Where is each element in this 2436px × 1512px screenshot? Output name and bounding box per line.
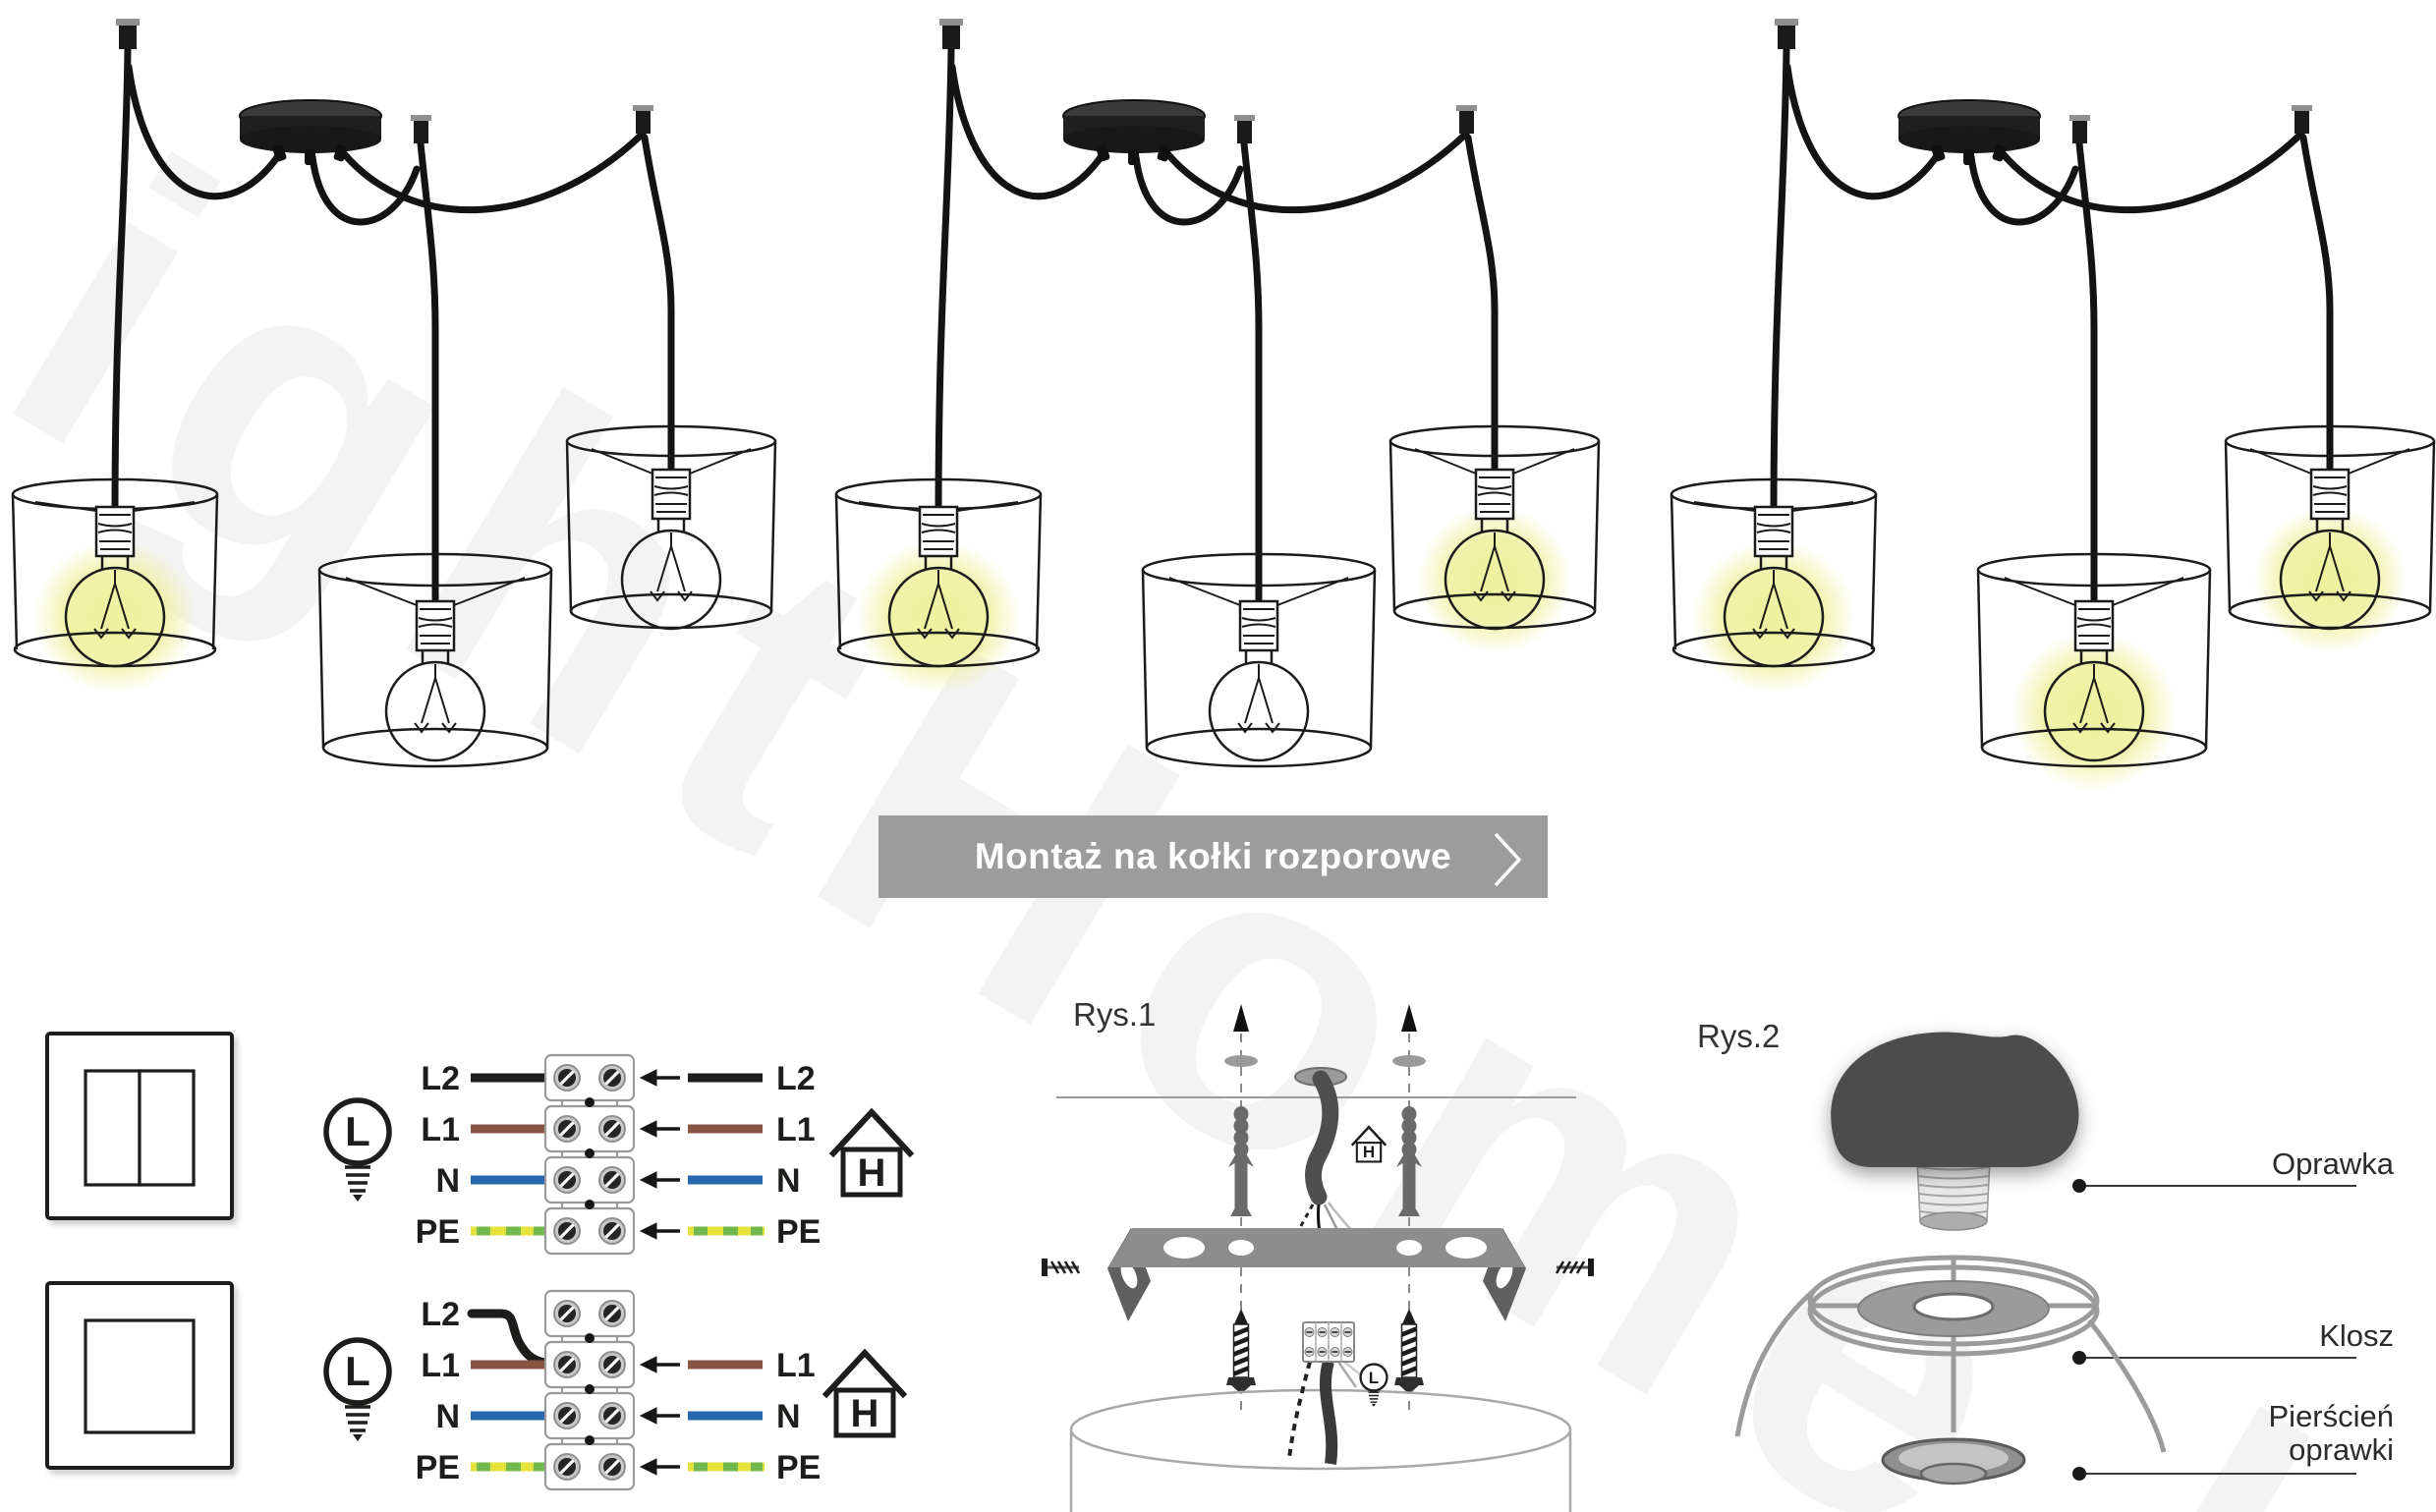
- arrow-left-icons: [639, 1069, 680, 1240]
- chevron-right-icon: [1494, 832, 1522, 887]
- section-banner: Montaż na kołki rozporowe: [878, 815, 1548, 898]
- wire-l2: [688, 1073, 763, 1083]
- wire-label: L2: [776, 1060, 816, 1097]
- pendant-lamp-variant-2: [823, 6, 1639, 792]
- wire-pe: [688, 1462, 765, 1472]
- part-label-ring-2: oprawki: [2289, 1432, 2394, 1467]
- pendant-lamp-variant-1: [0, 6, 816, 792]
- screw-icon: [1040, 1257, 1081, 1278]
- banner-label: Montaż na kołki rozporowe: [974, 836, 1452, 876]
- part-label-shade: Klosz: [2319, 1318, 2394, 1353]
- washer: [1224, 1055, 1258, 1067]
- figure-title: Rys.2: [1697, 1018, 1780, 1054]
- wire-label: N: [435, 1162, 460, 1200]
- wire-l1: [471, 1124, 547, 1134]
- wire-l1: [688, 1124, 763, 1134]
- figure-title: Rys.1: [1073, 996, 1156, 1033]
- wire-label: N: [435, 1398, 460, 1435]
- wire-n: [688, 1411, 763, 1421]
- wire-label: PE: [776, 1213, 821, 1251]
- bulb-glow: [1988, 609, 2200, 792]
- wiring-diagram-double-switch: L L2 L1 N PE: [326, 1053, 910, 1256]
- bulb-glow: [1670, 519, 1878, 715]
- screw-icon: [1555, 1257, 1596, 1278]
- shade-frame: [1734, 1255, 2167, 1453]
- wire-label: PE: [776, 1449, 821, 1486]
- wire-n: [471, 1175, 547, 1185]
- wire-label: L1: [776, 1347, 816, 1384]
- canopy-outline: [1069, 1388, 1572, 1471]
- wire-pe: [471, 1462, 547, 1472]
- wire-l1: [688, 1360, 763, 1370]
- bulb-glow: [11, 519, 219, 715]
- wire-label: N: [776, 1162, 801, 1200]
- terminal-block-small: [1287, 1321, 1366, 1465]
- lamp-icon-letter: L: [345, 1108, 370, 1154]
- socket-cover: [1831, 1032, 2079, 1167]
- part-label-ring-1: Pierścień: [2269, 1399, 2395, 1433]
- socket-ring: [1881, 1437, 2026, 1485]
- wire-label: L2: [421, 1060, 460, 1097]
- house-icon-letter: H: [851, 1392, 879, 1435]
- arrow-left-icons: [639, 1356, 680, 1476]
- canopy-outline-sides: [1069, 1432, 1572, 1512]
- lamp-icon-letter: L: [1369, 1369, 1379, 1387]
- wire-n: [471, 1411, 547, 1421]
- figure-rys2: Rys.2 Oprawka Klosz Pierścień oprawki: [1697, 1018, 2395, 1485]
- house-icon-letter: H: [858, 1151, 886, 1195]
- wire-pe: [471, 1226, 547, 1236]
- wiring-diagram-single-switch: L L2 L1 N PE: [326, 1289, 903, 1491]
- arrow-up-icon: [1233, 1004, 1249, 1032]
- wire-label: L1: [421, 1347, 460, 1384]
- washer: [1392, 1055, 1426, 1067]
- wall-plug-icon: [1396, 1106, 1422, 1216]
- figure-rys1: Rys.1 H: [1040, 996, 1596, 1512]
- wall-plug-icon: [1228, 1106, 1254, 1216]
- wire-pe: [688, 1226, 765, 1236]
- wire-n: [688, 1175, 763, 1185]
- pendant-lamp-variant-3: [1659, 6, 2436, 792]
- wire-l2: [471, 1073, 547, 1083]
- single-switch-icon: [45, 1281, 234, 1470]
- part-label-socket: Oprawka: [2272, 1147, 2395, 1181]
- wire-label: L1: [776, 1111, 816, 1148]
- bulb-glow: [834, 519, 1043, 715]
- wire-l2-bridge: [467, 1309, 555, 1369]
- arrow-up-icon: [1401, 1004, 1417, 1032]
- lamp-icon-letter: L: [345, 1348, 370, 1394]
- double-switch-icon: [45, 1032, 234, 1220]
- leader-lines: [2072, 1179, 2356, 1481]
- mounting-screw-icon: [1393, 1308, 1425, 1395]
- house-icon-letter: H: [1363, 1143, 1375, 1161]
- wire-label: L2: [421, 1296, 460, 1333]
- wire-l1: [471, 1360, 547, 1370]
- mounting-bracket: [1107, 1228, 1526, 1321]
- ceiling-cable: [1286, 1067, 1359, 1255]
- wire-label: N: [776, 1398, 801, 1435]
- wire-label: PE: [416, 1449, 460, 1486]
- wire-label: PE: [416, 1213, 460, 1251]
- wire-label: L1: [421, 1111, 460, 1148]
- mounting-screw-icon: [1225, 1308, 1257, 1395]
